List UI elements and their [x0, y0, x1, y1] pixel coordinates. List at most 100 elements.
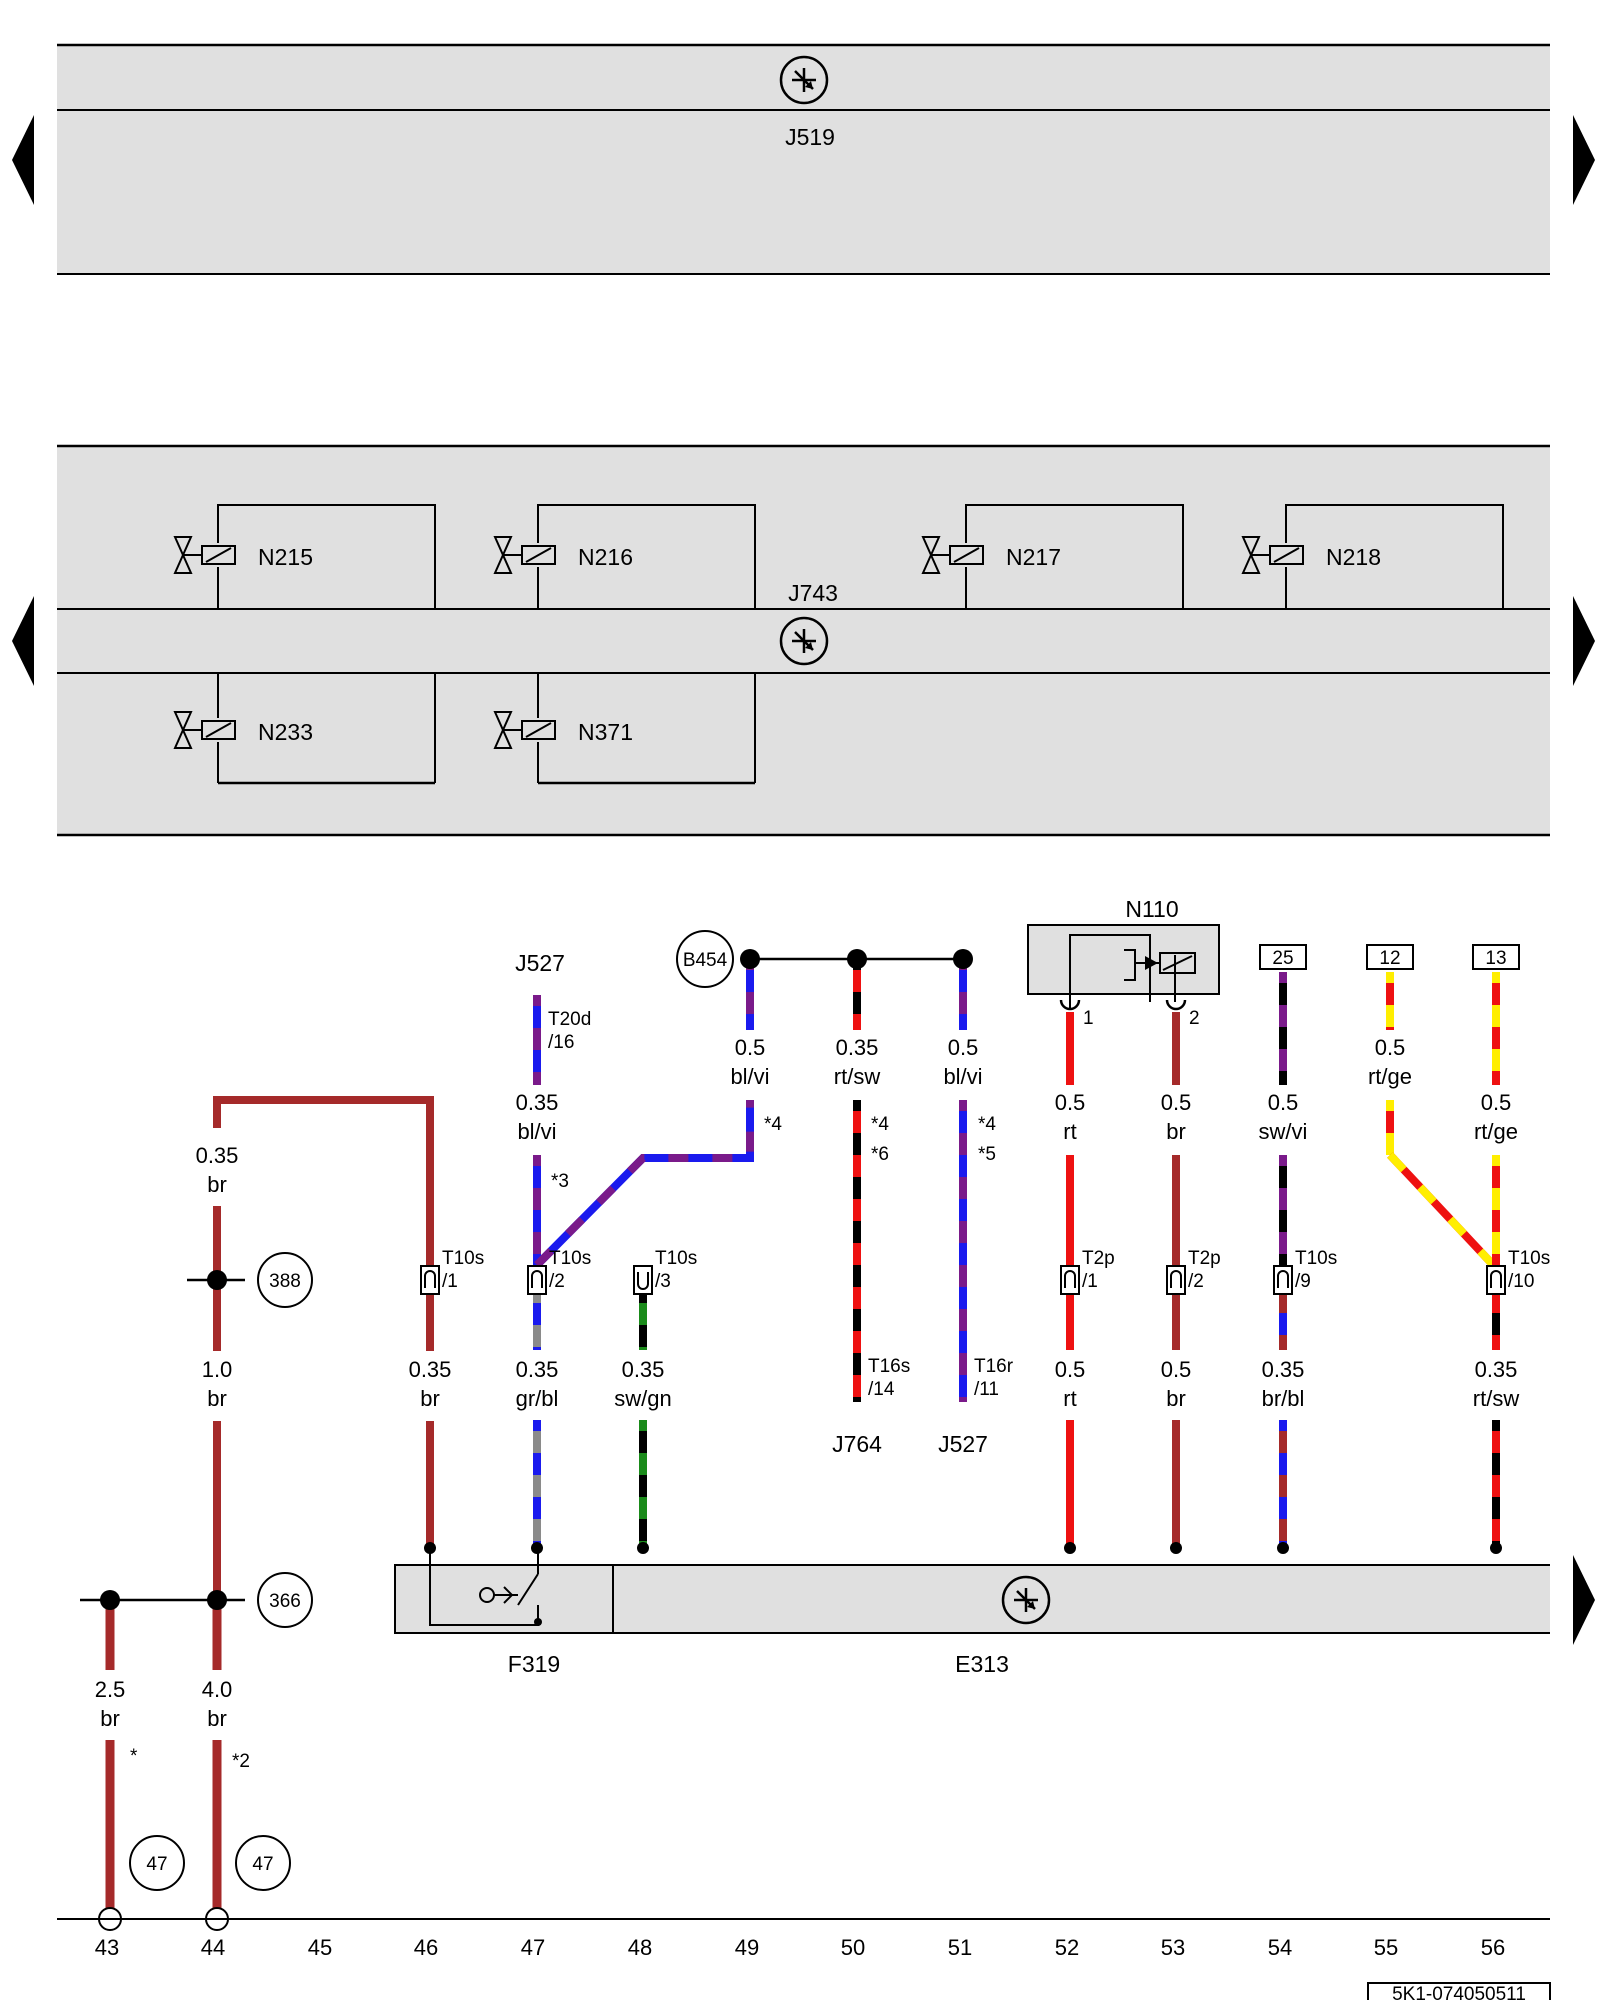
- connector-pin: /11: [974, 1379, 999, 1400]
- label-gap: [209, 1351, 225, 1421]
- valve-wire: [217, 504, 436, 609]
- valve-icon: [173, 711, 193, 749]
- splice-point: [847, 949, 867, 969]
- reference-box: [1259, 944, 1307, 970]
- wire-size: 0.5: [948, 1035, 979, 1060]
- coil-icon: [953, 547, 980, 563]
- wire-color: br: [1166, 1386, 1186, 1411]
- footnote-marker: *4: [871, 1114, 889, 1135]
- wire-size: 0.5: [1481, 1090, 1512, 1115]
- ground-point-number: 388: [269, 1271, 301, 1292]
- connector-pin-icon: [531, 1270, 543, 1288]
- coil-icon: [1269, 545, 1304, 565]
- wire-segment: [1387, 1152, 1499, 1271]
- wire-color: br: [1166, 1119, 1186, 1144]
- solenoid-valve-1: N215: [173, 504, 436, 609]
- connector-pin: /16: [548, 1032, 574, 1053]
- wire-size: 0.5: [1268, 1090, 1299, 1115]
- terminal: [1064, 1542, 1076, 1554]
- component-label-e313: E313: [955, 1651, 1009, 1677]
- ruler-number: 50: [841, 1935, 865, 1960]
- ground-point-circle: [257, 1572, 313, 1628]
- next-page-arrow-icon[interactable]: [1573, 115, 1595, 205]
- label-gap: [422, 1351, 438, 1421]
- solenoid-valve-5: N233: [173, 672, 436, 785]
- switch-icon: [429, 1548, 542, 1626]
- wire-color: rt: [1063, 1386, 1076, 1411]
- valve-icon: [1241, 536, 1261, 574]
- wire-size: 0.5: [1161, 1090, 1192, 1115]
- wire-size: 0.5: [1055, 1090, 1086, 1115]
- valve-wire: [217, 672, 436, 783]
- wire-color: rt/sw: [1473, 1386, 1520, 1411]
- previous-page-arrow-icon[interactable]: [12, 115, 34, 205]
- wire-color: gr/bl: [516, 1386, 559, 1411]
- connector-name: T10s: [1508, 1248, 1550, 1269]
- pin-number: 2: [1189, 1008, 1200, 1029]
- wire-color: rt/ge: [1368, 1064, 1412, 1089]
- component-label-j764: J764: [832, 1431, 882, 1457]
- wire-size: 1.0: [202, 1357, 233, 1382]
- reference-number: 25: [1272, 948, 1293, 969]
- wire-size: 0.5: [1055, 1357, 1086, 1382]
- valve-wire: [537, 672, 756, 783]
- coil-icon: [521, 545, 556, 565]
- ground-point-number: 366: [269, 1591, 301, 1612]
- wire-size: 0.35: [836, 1035, 879, 1060]
- wire-color: rt/sw: [834, 1064, 881, 1089]
- ruler-number: 49: [735, 1935, 759, 1960]
- valve-icon: [173, 536, 193, 574]
- wire-color: br: [100, 1706, 120, 1731]
- valve-icon: [493, 711, 513, 749]
- next-page-arrow-icon[interactable]: [1573, 596, 1595, 686]
- footnote-marker: *6: [871, 1144, 889, 1165]
- reference-number: 13: [1485, 948, 1506, 969]
- wire-size: 0.5: [1161, 1357, 1192, 1382]
- page-nav-arrows-middle: [12, 596, 1595, 686]
- wire-color: bl/vi: [517, 1119, 556, 1144]
- label-gap: [209, 1670, 225, 1740]
- connector-pin: /2: [1188, 1271, 1204, 1292]
- reference-box: [1472, 944, 1520, 970]
- coil-icon: [201, 545, 236, 565]
- ruler-number: 43: [95, 1935, 119, 1960]
- n110-solenoid: N110: [1027, 896, 1220, 1008]
- connector-name: T16s: [868, 1356, 910, 1377]
- connector-pin-icon: [424, 1270, 436, 1288]
- ruler-number: 52: [1055, 1935, 1079, 1960]
- wire-size: 0.35: [516, 1357, 559, 1382]
- valve-icon: [921, 536, 941, 574]
- terminal: [637, 1542, 649, 1554]
- control-unit-icon: [779, 616, 829, 666]
- wire-color: rt: [1063, 1119, 1076, 1144]
- wire-segment: [534, 1100, 754, 1268]
- control-unit-icon: [1001, 1575, 1051, 1625]
- pin-socket-icon: [1165, 999, 1187, 1011]
- wire-color: rt/ge: [1474, 1119, 1518, 1144]
- ruler-number: 46: [414, 1935, 438, 1960]
- coil-icon: [525, 547, 552, 563]
- solenoid-valve-6: N371: [493, 672, 756, 785]
- connector-pin: /2: [549, 1271, 565, 1292]
- wire-size: 0.35: [1262, 1357, 1305, 1382]
- previous-page-arrow-icon[interactable]: [12, 596, 34, 686]
- connector-pin: /1: [1082, 1271, 1098, 1292]
- panel-j519: J519: [57, 43, 1550, 275]
- reference-box: [1366, 944, 1414, 970]
- connector-pin-icon: [1170, 1270, 1182, 1288]
- terminal: [424, 1542, 436, 1554]
- ground-point-number: 47: [146, 1854, 167, 1875]
- wire-size: 0.5: [735, 1035, 766, 1060]
- valve-wire: [1285, 504, 1504, 609]
- splice-point: [100, 1590, 120, 1610]
- wire-color: bl/vi: [730, 1064, 769, 1089]
- coil-icon: [521, 720, 556, 740]
- wire-size: 0.35: [409, 1357, 452, 1382]
- wire-color: br: [207, 1172, 227, 1197]
- solenoid-icon: [1124, 949, 1196, 981]
- next-page-arrow-icon[interactable]: [1573, 1555, 1595, 1645]
- page-nav-arrows-top: [12, 115, 1595, 205]
- document-id: 5K1-074050511: [1392, 1984, 1526, 2000]
